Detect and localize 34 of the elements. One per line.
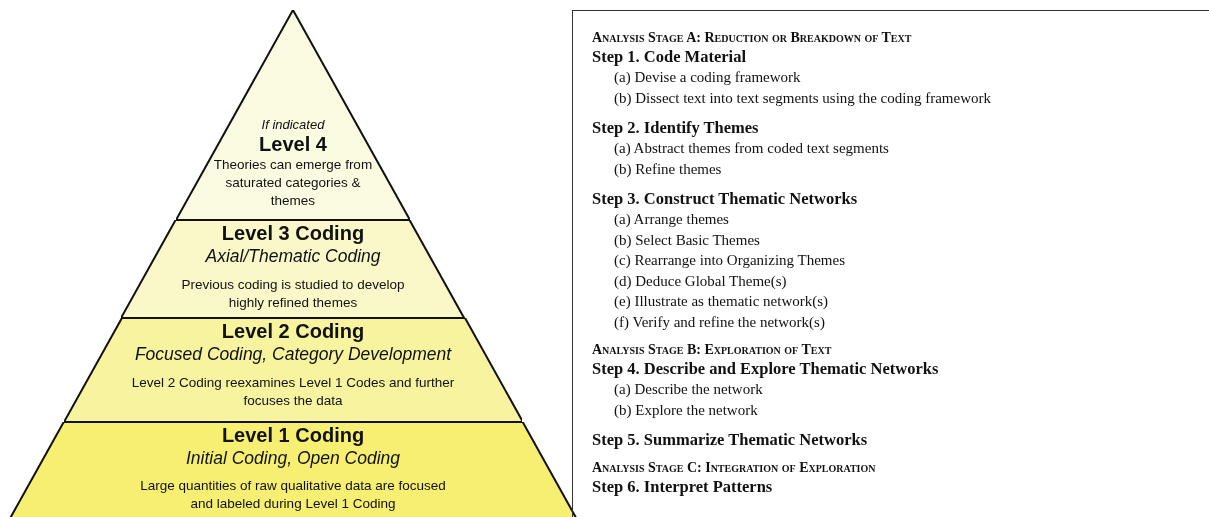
- tier-subtitle: Focused Coding, Category Development: [134, 343, 452, 365]
- tier-title: Level 2 Coding: [221, 320, 365, 343]
- step-heading: Step 2. Identify Themes: [592, 117, 759, 138]
- step-item: (d) Deduce Global Theme(s): [614, 271, 787, 291]
- stage-heading: Analysis Stage B: Exploration of Text: [592, 341, 832, 358]
- step-item: (c) Rearrange into Organizing Themes: [614, 251, 846, 270]
- tier-note: If indicated: [261, 117, 325, 133]
- step-item: (b) Dissect text into text segments using the coding framework: [614, 88, 991, 108]
- step-item: (f) Verify and refine the network(s): [614, 312, 825, 332]
- step-item: (a) Abstract themes from coded text segments: [614, 139, 889, 158]
- step-heading: Step 4. Describe and Explore Thematic Networks: [592, 358, 939, 379]
- text-panel: [572, 10, 1209, 517]
- step-item: (e) Illustrate as thematic network(s): [614, 292, 829, 311]
- step-item: (b) Select Basic Themes: [614, 230, 760, 250]
- tier-title: Level 1 Coding: [221, 424, 365, 447]
- step-heading: Step 3. Construct Thematic Networks: [592, 188, 858, 209]
- step-item: (b) Explore the network: [614, 400, 758, 420]
- tier-title: Level 3 Coding: [221, 222, 365, 245]
- tier-description: Previous coding is studied to develop highly refined themes: [180, 276, 406, 312]
- tier-description: Large quantities of raw qualitative data are focused and labeled during Level 1 Coding: [139, 477, 447, 513]
- step-item: (a) Arrange themes: [614, 210, 729, 229]
- step-heading: Step 5. Summarize Thematic Networks: [592, 429, 868, 450]
- step-item: (a) Devise a coding framework: [614, 68, 801, 87]
- tier-description: Theories can emerge from saturated categories & themes: [212, 156, 374, 210]
- step-heading: Step 1. Code Material: [592, 46, 746, 67]
- tier-subtitle: Axial/Thematic Coding: [205, 245, 381, 267]
- step-item: (a) Describe the network: [614, 380, 763, 399]
- stage-heading: Analysis Stage C: Integration of Exploration: [592, 459, 876, 476]
- step-heading: Step 6. Interpret Patterns: [592, 476, 773, 497]
- tier-title: Level 4: [259, 133, 327, 156]
- step-item: (b) Refine themes: [614, 159, 722, 179]
- stage-heading: Analysis Stage A: Reduction or Breakdown of Text: [592, 29, 912, 46]
- tier-description: Level 2 Coding reexamines Level 1 Codes and further focuses the data: [130, 374, 456, 410]
- tier-subtitle: Initial Coding, Open Coding: [186, 447, 400, 469]
